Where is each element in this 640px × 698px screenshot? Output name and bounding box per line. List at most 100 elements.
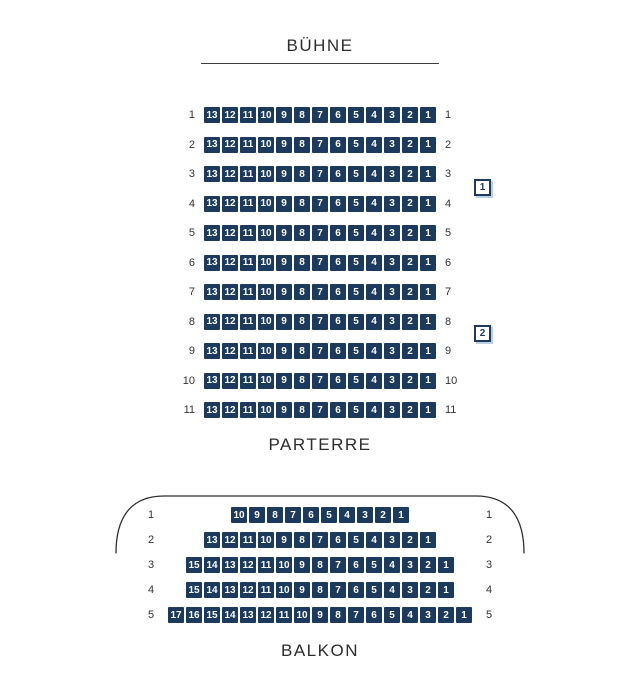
seat[interactable]: 1 [420,343,436,359]
seat[interactable]: 2 [402,136,418,153]
seat[interactable]: 13 [204,343,220,359]
seat[interactable]: 4 [384,557,400,573]
seat[interactable]: 4 [366,532,382,548]
seat[interactable]: 9 [276,402,292,418]
seat[interactable]: 4 [366,313,382,330]
seat[interactable]: 6 [330,313,346,330]
seat[interactable]: 12 [222,343,238,359]
seat[interactable]: 1 [393,507,409,523]
seat[interactable]: 5 [348,284,364,300]
seat[interactable]: 9 [276,532,292,548]
seat[interactable]: 1 [420,313,436,330]
seat[interactable]: 12 [240,557,256,573]
seat[interactable]: 12 [222,254,238,271]
seat[interactable]: 2 [402,166,418,182]
seat[interactable]: 13 [204,107,220,123]
seat[interactable]: 1 [420,136,436,153]
seat[interactable]: 2 [438,607,454,623]
seat[interactable]: 5 [348,532,364,548]
seat[interactable]: 12 [240,582,256,598]
seat[interactable]: 8 [294,284,310,300]
seat[interactable]: 13 [204,136,220,153]
seat[interactable]: 8 [294,166,310,182]
seat[interactable]: 9 [276,313,292,330]
seat[interactable]: 10 [231,507,247,523]
seat[interactable]: 4 [366,107,382,123]
seat[interactable]: 12 [222,532,238,548]
seat[interactable]: 6 [330,166,346,182]
seat[interactable]: 8 [294,313,310,330]
seat[interactable]: 10 [258,343,274,359]
seat[interactable]: 14 [222,607,238,623]
seat[interactable]: 10 [258,532,274,548]
seat[interactable]: 2 [402,402,418,418]
seat[interactable]: 2 [402,532,418,548]
seat[interactable]: 9 [276,343,292,359]
seat[interactable]: 10 [258,284,274,300]
seat[interactable]: 3 [384,195,400,212]
seat[interactable]: 1 [420,166,436,182]
seat[interactable]: 11 [240,343,256,359]
seat[interactable]: 2 [375,507,391,523]
seat[interactable]: 6 [330,195,346,212]
seat[interactable]: 11 [276,607,292,623]
seat[interactable]: 13 [222,557,238,573]
seat[interactable]: 11 [240,402,256,418]
seat[interactable]: 12 [222,313,238,330]
seat[interactable]: 1 [456,607,472,623]
seat[interactable]: 8 [294,254,310,271]
seat[interactable]: 2 [402,107,418,123]
seat[interactable]: 12 [222,136,238,153]
seat[interactable]: 6 [348,557,364,573]
seat[interactable]: 10 [276,557,292,573]
seat[interactable]: 9 [276,107,292,123]
seat[interactable]: 10 [258,166,274,182]
seat[interactable]: 1 [420,225,436,241]
seat[interactable]: 12 [222,402,238,418]
seat[interactable]: 4 [366,372,382,389]
seat[interactable]: 6 [330,136,346,153]
seat[interactable]: 17 [168,607,184,623]
seat[interactable]: 7 [330,557,346,573]
seat[interactable]: 6 [348,582,364,598]
seat[interactable]: 5 [348,254,364,271]
seat[interactable]: 6 [330,107,346,123]
seat[interactable]: 2 [402,284,418,300]
seat[interactable]: 4 [402,607,418,623]
seat[interactable]: 3 [384,225,400,241]
seat[interactable]: 6 [330,372,346,389]
seat[interactable]: 5 [366,582,382,598]
seat[interactable]: 5 [348,343,364,359]
seat[interactable]: 4 [366,254,382,271]
seat[interactable]: 13 [204,254,220,271]
seat[interactable]: 1 [420,284,436,300]
seat[interactable]: 9 [276,195,292,212]
seat[interactable]: 6 [330,402,346,418]
seat[interactable]: 4 [366,284,382,300]
seat[interactable]: 11 [258,557,274,573]
seat[interactable]: 12 [222,107,238,123]
seat[interactable]: 3 [384,254,400,271]
seat[interactable]: 13 [204,284,220,300]
seat[interactable]: 5 [384,607,400,623]
seat[interactable]: 1 [420,107,436,123]
seat[interactable]: 5 [348,313,364,330]
seat[interactable]: 12 [222,195,238,212]
seat[interactable]: 4 [384,582,400,598]
seat[interactable]: 5 [348,107,364,123]
seat[interactable]: 3 [384,313,400,330]
seat[interactable]: 1 [420,372,436,389]
seat[interactable]: 3 [420,607,436,623]
seat[interactable]: 3 [357,507,373,523]
seat[interactable]: 3 [384,532,400,548]
seat[interactable]: 11 [240,225,256,241]
seat[interactable]: 1 [420,254,436,271]
seat[interactable]: 5 [348,166,364,182]
seat[interactable]: 2 [420,582,436,598]
seat[interactable]: 2 [402,313,418,330]
seat[interactable]: 7 [312,195,328,212]
seat[interactable]: 2 [402,372,418,389]
seat[interactable]: 8 [294,343,310,359]
seat[interactable]: 13 [204,225,220,241]
seat[interactable]: 14 [204,557,220,573]
